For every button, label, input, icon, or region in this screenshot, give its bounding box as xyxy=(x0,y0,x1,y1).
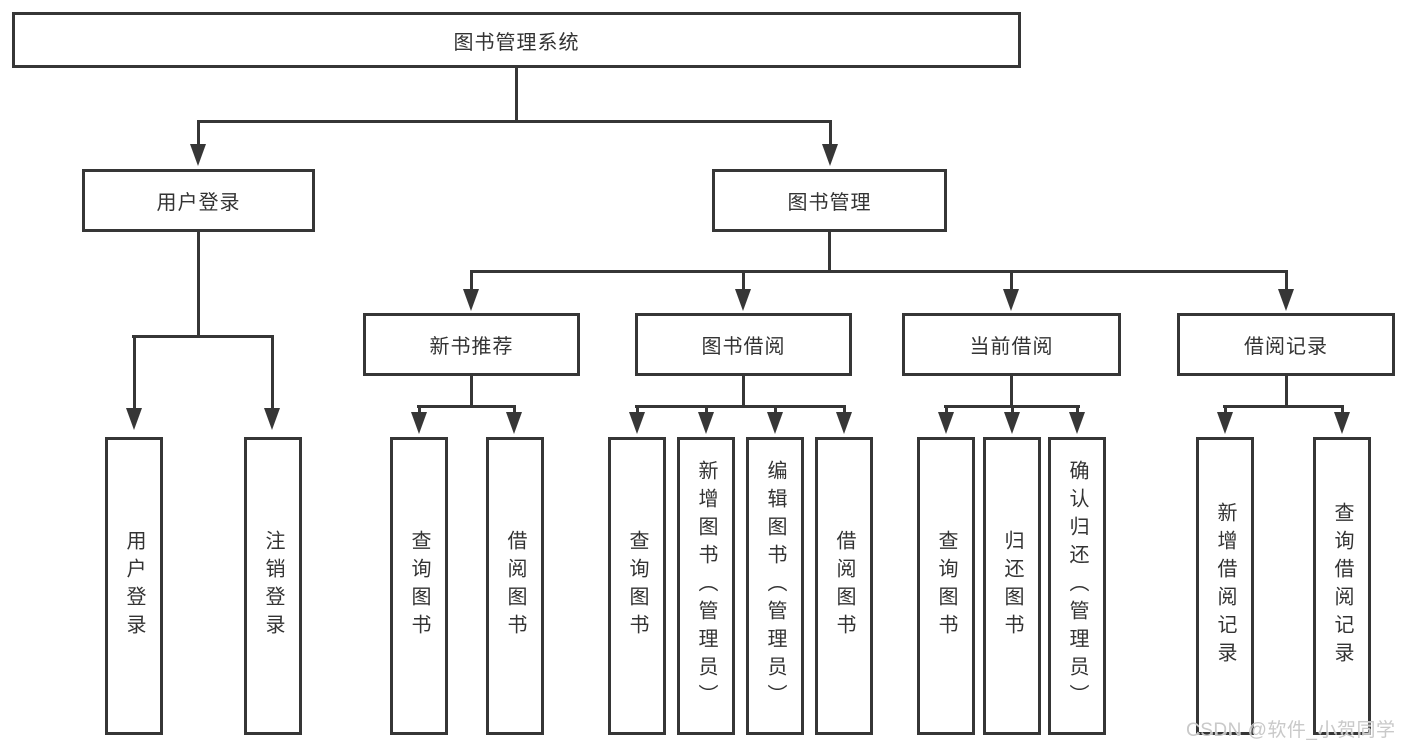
connector-leaf-arrow-stem xyxy=(705,405,708,413)
connector-book-mgmt-arrow-stem xyxy=(829,120,832,145)
leaf-label: 归还图书 xyxy=(1001,530,1023,642)
leaf-label: 确认归还（管理员） xyxy=(1066,460,1088,712)
arrow-down-icon xyxy=(1069,412,1085,434)
node-label: 当前借阅 xyxy=(969,336,1054,358)
csdn-watermark: CSDN @软件_小贺同学 xyxy=(1186,720,1396,741)
node-label: 图书管理 xyxy=(787,192,872,214)
node-leaf-borrow-books-2: 借阅图书 xyxy=(815,437,873,735)
connector-borrow-records-arrow-stem xyxy=(1285,270,1288,290)
node-leaf-borrow-books-1: 借阅图书 xyxy=(486,437,544,735)
node-label: 图书借阅 xyxy=(701,336,786,358)
node-leaf-confirm-return-admin: 确认归还（管理员） xyxy=(1048,437,1106,735)
connector-borrow-records-junction xyxy=(1223,405,1344,408)
connector-leaf-arrow-stem xyxy=(1076,405,1079,413)
leaf-label: 注销登录 xyxy=(262,530,284,642)
node-label: 新书推荐 xyxy=(429,336,514,358)
connector-user-login-stem xyxy=(197,232,200,335)
arrow-down-icon xyxy=(190,144,206,166)
connector-current-borrow-arrow-stem xyxy=(1010,270,1013,290)
node-new-book-recommendation: 新书推荐 xyxy=(363,313,580,376)
node-book-management: 图书管理 xyxy=(712,169,947,232)
node-leaf-add-books-admin: 新增图书（管理员） xyxy=(677,437,735,735)
arrow-down-icon xyxy=(1004,412,1020,434)
arrow-down-icon xyxy=(506,412,522,434)
leaf-label: 查询图书 xyxy=(935,530,957,642)
arrow-down-icon xyxy=(411,412,427,434)
arrow-down-icon xyxy=(1278,289,1294,311)
node-leaf-user-login: 用户登录 xyxy=(105,437,163,735)
leaf-label: 新增图书（管理员） xyxy=(695,460,717,712)
connector-book-borrow-stem xyxy=(742,376,745,405)
connector-book-borrow-junction xyxy=(635,405,846,408)
arrow-down-icon xyxy=(767,412,783,434)
node-label: 图书管理系统 xyxy=(453,31,580,54)
leaf-label: 借阅图书 xyxy=(833,530,855,642)
connector-user-login-arrow-stem xyxy=(197,120,200,145)
arrow-down-icon xyxy=(1003,289,1019,311)
node-book-borrowing: 图书借阅 xyxy=(635,313,852,376)
node-current-borrowing: 当前借阅 xyxy=(902,313,1121,376)
arrow-down-icon xyxy=(822,144,838,166)
connector-leaf-logout-arrow-stem xyxy=(271,335,274,409)
arrow-down-icon xyxy=(463,289,479,311)
connector-leaf-arrow-stem xyxy=(1011,405,1014,413)
arrow-down-icon xyxy=(836,412,852,434)
node-label: 用户登录 xyxy=(156,192,241,214)
connector-leaf-arrow-stem xyxy=(513,405,516,413)
connector-leaf-arrow-stem xyxy=(1341,405,1344,413)
leaf-label: 借阅图书 xyxy=(504,530,526,642)
leaf-label: 新增借阅记录 xyxy=(1214,502,1236,670)
leaf-label: 查询图书 xyxy=(408,530,430,642)
leaf-label: 编辑图书（管理员） xyxy=(764,460,786,712)
connector-book-mgmt-stem xyxy=(828,232,831,270)
connector-leaf-arrow-stem xyxy=(843,405,846,413)
node-library-management-system: 图书管理系统 xyxy=(12,12,1021,68)
node-user-login: 用户登录 xyxy=(82,169,315,232)
connector-leaf-arrow-stem xyxy=(418,405,421,413)
leaf-label: 查询图书 xyxy=(626,530,648,642)
node-leaf-query-books-3: 查询图书 xyxy=(917,437,975,735)
connector-level1-junction xyxy=(197,120,832,123)
connector-new-book-rec-arrow-stem xyxy=(470,270,473,290)
connector-leaf-arrow-stem xyxy=(945,405,948,413)
node-leaf-query-books-1: 查询图书 xyxy=(390,437,448,735)
connector-level3-junction xyxy=(470,270,1287,273)
connector-new-book-rec-stem xyxy=(470,376,473,405)
arrow-down-icon xyxy=(698,412,714,434)
node-leaf-logout: 注销登录 xyxy=(244,437,302,735)
leaf-label: 查询借阅记录 xyxy=(1331,502,1353,670)
connector-user-login-junction xyxy=(132,335,274,338)
node-label: 借阅记录 xyxy=(1244,336,1328,358)
connector-root-stem xyxy=(515,68,518,120)
node-leaf-add-borrow-record: 新增借阅记录 xyxy=(1196,437,1254,735)
connector-leaf-arrow-stem xyxy=(636,405,639,413)
arrow-down-icon xyxy=(938,412,954,434)
leaf-label: 用户登录 xyxy=(123,530,145,642)
connector-leaf-arrow-stem xyxy=(1224,405,1227,413)
arrow-down-icon xyxy=(735,289,751,311)
node-leaf-return-books: 归还图书 xyxy=(983,437,1041,735)
connector-borrow-records-stem xyxy=(1285,376,1288,405)
connector-leaf-user-login-arrow-stem xyxy=(133,335,136,409)
arrow-down-icon xyxy=(1334,412,1350,434)
connector-current-borrow-stem xyxy=(1010,376,1013,405)
connector-book-borrow-arrow-stem xyxy=(742,270,745,290)
node-leaf-query-books-2: 查询图书 xyxy=(608,437,666,735)
arrow-down-icon xyxy=(1217,412,1233,434)
arrow-down-icon xyxy=(126,408,142,430)
node-leaf-query-borrow-record: 查询借阅记录 xyxy=(1313,437,1371,735)
arrow-down-icon xyxy=(629,412,645,434)
connector-new-book-rec-junction xyxy=(417,405,516,408)
node-leaf-edit-books-admin: 编辑图书（管理员） xyxy=(746,437,804,735)
arrow-down-icon xyxy=(264,408,280,430)
connector-leaf-arrow-stem xyxy=(774,405,777,413)
node-borrowing-records: 借阅记录 xyxy=(1177,313,1395,376)
